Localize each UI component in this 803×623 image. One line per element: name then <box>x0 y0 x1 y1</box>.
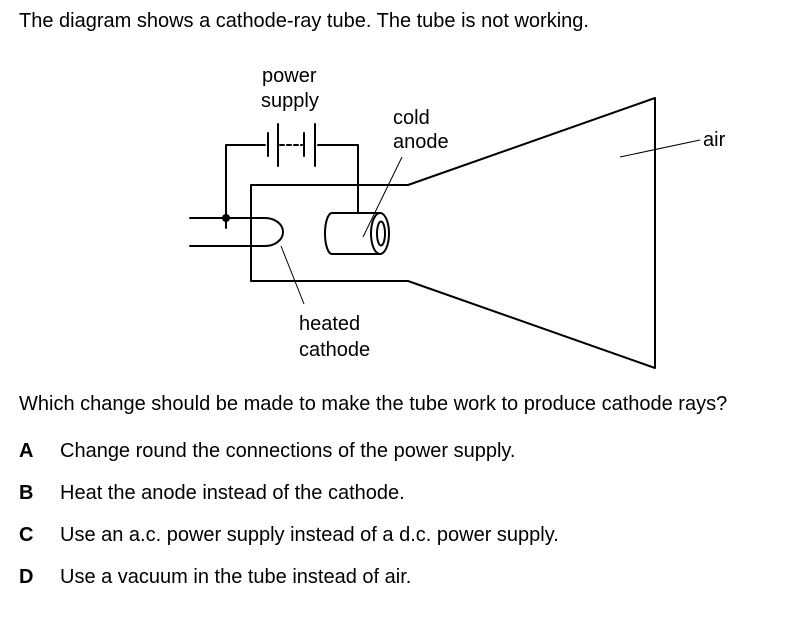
cold-anode-leader <box>362 156 403 238</box>
option-a-text: Change round the connections of the powe… <box>60 440 516 462</box>
air-label: air <box>703 129 726 151</box>
air-leader <box>619 139 701 158</box>
option-a-letter: A <box>19 440 34 462</box>
heated-cathode-filament <box>264 217 284 247</box>
option-c-letter: C <box>19 524 34 546</box>
option-d-text: Use a vacuum in the tube instead of air. <box>60 566 412 588</box>
option-c-text: Use an a.c. power supply instead of a d.… <box>60 524 559 546</box>
anode-opening <box>376 220 386 247</box>
supply-wire-right <box>317 144 359 214</box>
power-supply-label-line2: supply <box>261 90 319 112</box>
question-prompt: Which change should be made to make the … <box>19 393 728 415</box>
junction-dot <box>222 214 230 222</box>
option-d-letter: D <box>19 566 34 588</box>
cold-anode-label-line2: anode <box>393 131 449 153</box>
supply-wire-left <box>225 144 266 229</box>
cold-anode-label-line1: cold <box>393 107 430 129</box>
power-supply-label-line1: power <box>262 65 317 87</box>
tube-envelope <box>250 97 656 369</box>
option-b-letter: B <box>19 482 34 504</box>
anode-cylinder <box>324 212 381 255</box>
anode-end <box>370 212 390 255</box>
heated-cathode-label-line2: cathode <box>299 339 370 361</box>
cathode-ray-tube-diagram: power supply cold anode air heated catho… <box>189 65 726 369</box>
heated-cathode-label-line1: heated <box>299 313 360 335</box>
question-stem: The diagram shows a cathode-ray tube. Th… <box>19 10 589 32</box>
heated-cathode-leader <box>280 245 305 305</box>
option-b-text: Heat the anode instead of the cathode. <box>60 482 405 504</box>
